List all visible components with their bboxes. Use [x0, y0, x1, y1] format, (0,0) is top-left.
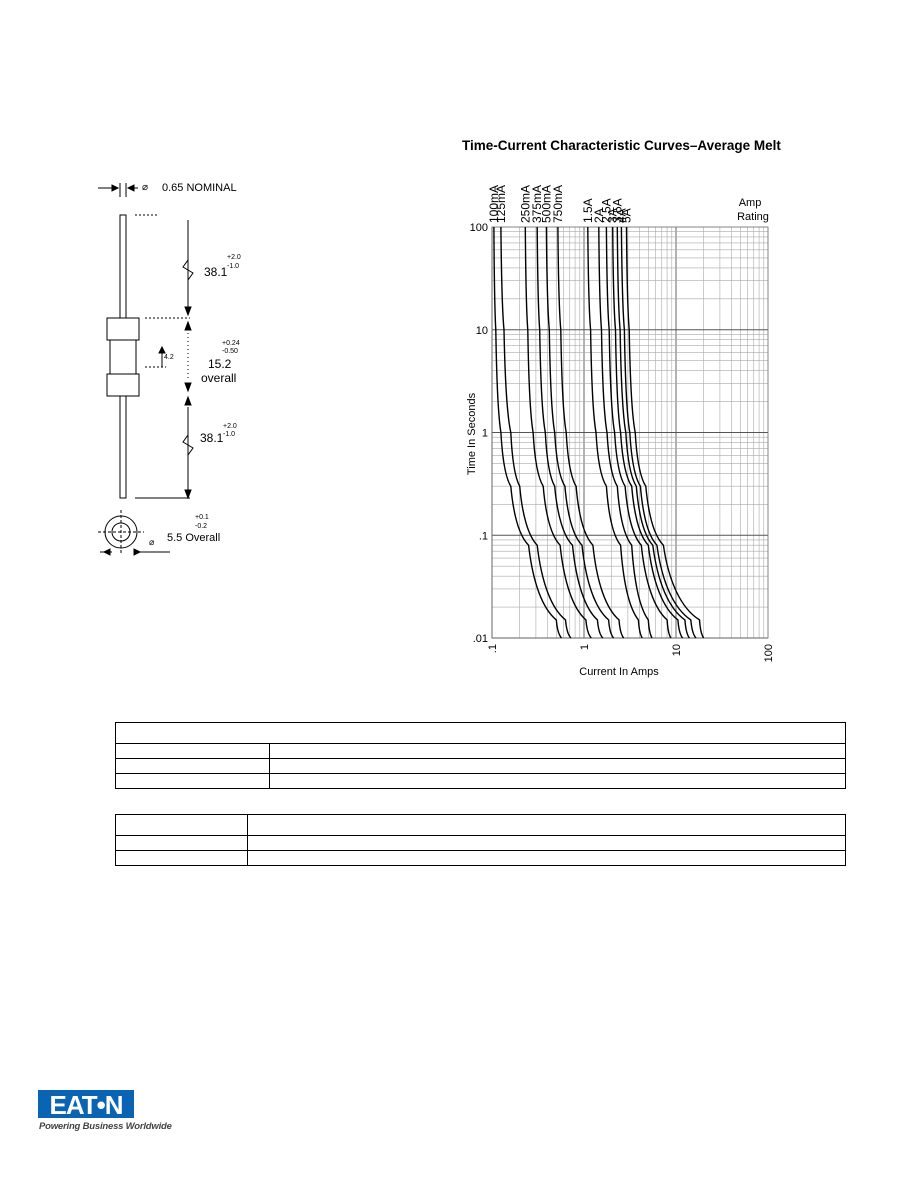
fuse-dimension-drawing: ⌀ 0.65 NOMINAL 38.1 +2.0 -1.0 15.2 +0.24… — [98, 182, 241, 556]
curve-2A — [598, 226, 653, 639]
table-cell — [115, 758, 270, 774]
series-label-4A: 4A — [614, 208, 628, 223]
series-label-3.5A: 3.5A — [610, 198, 624, 223]
table-cell — [247, 850, 846, 866]
series-label-125mA: 125mA — [494, 185, 508, 223]
chart-labels: Time In Seconds Current In Amps Amp Rati… — [466, 185, 775, 678]
curve-3.5A — [616, 226, 690, 639]
body-length: 15.2 — [208, 357, 232, 371]
table-header — [115, 722, 846, 744]
y-tick-label: .01 — [473, 633, 488, 645]
y-tick-label: .1 — [479, 530, 488, 542]
curve-750mA — [557, 226, 625, 639]
chart-grid — [491, 226, 769, 639]
body-tol-plus: +0.24 — [222, 340, 240, 347]
lead-tol-minus-top: -1.0 — [227, 263, 239, 270]
cap-dimension: 4.2 — [164, 354, 174, 361]
lead-tol-plus-top: +2.0 — [227, 254, 241, 261]
curve-2.5A — [605, 226, 672, 639]
x-tick-label: 10 — [671, 644, 683, 656]
x-tick-label: .1 — [487, 644, 499, 653]
legend-title-line1: Amp — [739, 197, 762, 209]
logo-text: EAT•N — [50, 1090, 123, 1120]
y-tick-label: 1 — [482, 428, 488, 440]
lead-tol-plus-bottom: +2.0 — [223, 423, 237, 430]
body-tol-minus: -0.50 — [222, 348, 238, 355]
series-label-750mA: 750mA — [551, 185, 565, 223]
nominal-label: 0.65 NOMINAL — [162, 182, 237, 194]
curve-4A — [620, 226, 697, 639]
series-label-250mA: 250mA — [518, 185, 532, 223]
table-cell — [115, 835, 248, 851]
table-cell — [269, 758, 846, 774]
x-axis-label: Current In Amps — [579, 666, 659, 678]
plot-frame — [491, 226, 769, 639]
lead-tol-minus-bottom: -1.0 — [223, 431, 235, 438]
eaton-logo: EAT•N — [38, 1090, 134, 1120]
series-label-2.5A: 2.5A — [599, 198, 613, 223]
series-label-2A: 2A — [592, 208, 606, 223]
table-cell — [115, 773, 270, 789]
curve-125mA — [500, 226, 572, 639]
series-label-100mA: 100mA — [487, 185, 501, 223]
diameter-symbol-end: ⌀ — [149, 537, 155, 547]
overall-label: overall — [201, 371, 236, 385]
series-label-500mA: 500mA — [539, 185, 553, 223]
curve-375mA — [536, 226, 604, 639]
spec-table-2 — [115, 814, 846, 866]
spec-table-1 — [115, 722, 846, 789]
time-current-chart: Time In Seconds Current In Amps Amp Rati… — [466, 185, 775, 678]
table-cell — [247, 814, 846, 836]
table-cell — [115, 743, 270, 759]
lead-length-top: 38.1 — [204, 265, 228, 279]
table-cell — [247, 835, 846, 851]
diameter-symbol: ⌀ — [142, 182, 148, 193]
curve-500mA — [545, 226, 615, 639]
curve-3A — [612, 226, 684, 639]
curve-5A — [625, 226, 705, 639]
table-cell — [115, 850, 248, 866]
series-label-3A: 3A — [606, 208, 620, 223]
legend-title-line2: Rating — [737, 211, 769, 223]
x-tick-label: 1 — [579, 644, 591, 650]
series-label-1.5A: 1.5A — [581, 198, 595, 223]
chart-title: Time-Current Characteristic Curves–Avera… — [462, 138, 781, 153]
diameter-label: 5.5 Overall — [167, 532, 220, 544]
curve-1.5A — [587, 226, 643, 639]
lead-length-bottom: 38.1 — [200, 431, 224, 445]
y-axis-label: Time In Seconds — [466, 392, 478, 475]
table-cell — [269, 743, 846, 759]
series-label-5A: 5A — [620, 208, 634, 223]
series-label-375mA: 375mA — [530, 185, 544, 223]
dia-tol-minus: -0.2 — [195, 523, 207, 530]
y-tick-label: 10 — [476, 325, 488, 337]
table-cell — [269, 773, 846, 789]
y-tick-label: 100 — [470, 222, 488, 234]
chart-curves — [493, 226, 705, 639]
x-tick-label: 100 — [763, 644, 775, 662]
curve-250mA — [524, 226, 592, 639]
dia-tol-plus: +0.1 — [195, 514, 209, 521]
table-cell — [115, 814, 248, 836]
curve-100mA — [493, 226, 563, 639]
logo-tagline: Powering Business Worldwide — [39, 1121, 172, 1132]
